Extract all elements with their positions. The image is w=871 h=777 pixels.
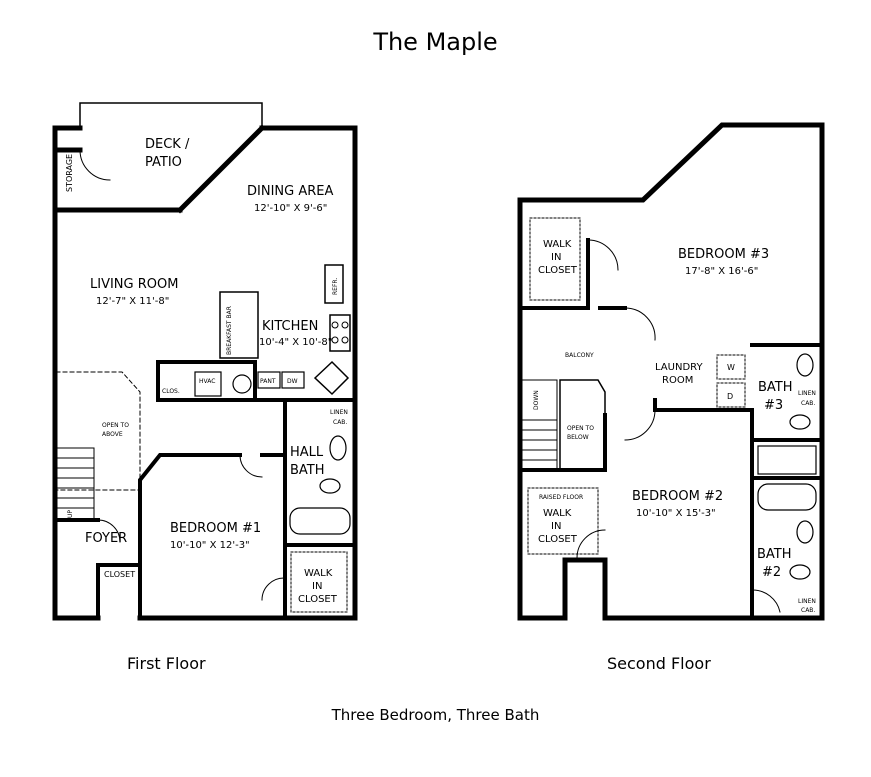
second-floor-stairs	[520, 379, 558, 471]
walk-in-closet-a-label-2: IN	[551, 252, 561, 263]
range	[329, 314, 351, 352]
walk-in-closet-label-1: WALK	[304, 568, 333, 579]
washer	[716, 354, 746, 380]
kitchen-dimensions: 10'-4" X 10'-8"	[259, 337, 332, 348]
bath2-toilet	[789, 564, 811, 580]
first-floor-labels: STORAGE DECK / PATIO DINING AREA 12'-10"…	[65, 137, 348, 605]
deck-rail	[79, 102, 263, 129]
walk-in-closet-b-label-1: WALK	[543, 508, 572, 519]
open-to-above-label-2: ABOVE	[102, 431, 123, 438]
shower	[757, 445, 817, 475]
walk-in-closet-a-label-1: WALK	[543, 239, 572, 250]
bath2-label-1: BATH	[757, 547, 792, 562]
open-to-below-label-2: BELOW	[567, 434, 589, 441]
second-floor-label: Second Floor	[607, 654, 711, 673]
foyer-label: FOYER	[85, 531, 127, 546]
laundry-room-label-2: ROOM	[662, 375, 693, 386]
hall-bath-sink	[329, 435, 347, 461]
breakfast-bar-label: BREAKFAST BAR	[226, 306, 233, 355]
second-floor-plan	[517, 122, 825, 621]
hall-bath-label-2: BATH	[290, 463, 325, 478]
hvac-label: HVAC	[199, 378, 215, 385]
walk-in-closet-a-label-3: CLOSET	[538, 265, 578, 276]
hvac-unit	[194, 371, 222, 397]
deck-label-2: PATIO	[145, 155, 182, 170]
second-floor-doors	[576, 239, 781, 613]
dryer	[716, 382, 746, 408]
first-floor-walls	[52, 124, 358, 621]
bedroom3-label: BEDROOM #3	[678, 247, 769, 262]
storage-label: STORAGE	[65, 154, 74, 192]
open-to-below-label-1: OPEN TO	[567, 425, 594, 432]
bath2-sink	[796, 520, 814, 544]
walk-in-closet-a-shelf	[529, 217, 581, 301]
first-floor-stairs	[55, 447, 95, 521]
bath3-label-1: BATH	[758, 380, 793, 395]
washer-label: W	[727, 363, 735, 372]
laundry-room-label-1: LAUNDRY	[655, 362, 703, 373]
bedroom1-label: BEDROOM #1	[170, 521, 261, 536]
linen-cab-label-2: CAB.	[333, 419, 347, 426]
balcony-label: BALCONY	[565, 352, 594, 359]
breakfast-bar	[219, 291, 259, 359]
closet-small-label: CLOS.	[162, 388, 180, 395]
bedroom2-label: BEDROOM #2	[632, 489, 723, 504]
linen-cab-b-label-1: LINEN	[798, 598, 816, 605]
kitchen-label: KITCHEN	[262, 319, 318, 334]
stairs-up-label: UP	[67, 510, 74, 518]
refrigerator	[324, 264, 344, 304]
raised-floor-label: RAISED FLOOR	[539, 494, 583, 501]
dryer-label: D	[727, 392, 733, 401]
walk-in-closet-label-2: IN	[312, 581, 322, 592]
pantry-label: PANT	[260, 378, 276, 385]
linen-cab-label-1: LINEN	[330, 409, 348, 416]
dishwasher-label: DW	[287, 378, 298, 385]
living-room-dimensions: 12'-7" X 11'-8"	[96, 296, 169, 307]
refrigerator-label: REFR.	[332, 278, 339, 295]
bath3-toilet	[789, 414, 811, 430]
dishwasher	[281, 371, 305, 389]
walk-in-closet-b-label-3: CLOSET	[538, 534, 578, 545]
plan-subtitle: Three Bedroom, Three Bath	[331, 706, 540, 724]
dining-area-dimensions: 12'-10" X 9'-6"	[254, 203, 327, 214]
walk-in-closet-label-3: CLOSET	[298, 594, 338, 605]
bath2-label-2: #2	[762, 565, 781, 580]
closet-label: CLOSET	[104, 570, 135, 579]
first-floor-plan	[52, 102, 358, 621]
hall-bath-toilet	[319, 478, 341, 494]
first-floor-label: First Floor	[127, 654, 206, 673]
stairs-down-label: DOWN	[533, 390, 540, 410]
deck-label-1: DECK /	[145, 137, 190, 152]
linen-cab-a-label-2: CAB.	[801, 400, 815, 407]
pantry	[257, 371, 281, 389]
bath2-tub	[757, 483, 817, 511]
second-floor-walls	[517, 122, 825, 621]
bath3-sink	[796, 353, 814, 377]
open-to-below-rail	[559, 379, 606, 471]
plan-title: The Maple	[373, 28, 498, 56]
linen-cab-a-label-1: LINEN	[798, 390, 816, 397]
bedroom3-dimensions: 17'-8" X 16'-6"	[685, 266, 758, 277]
dining-area-label: DINING AREA	[247, 184, 333, 199]
living-room-label: LIVING ROOM	[90, 277, 178, 292]
second-floor-labels: WALK IN CLOSET BEDROOM #3 17'-8" X 16'-6…	[533, 239, 816, 614]
bedroom1-dimensions: 10'-10" X 12'-3"	[170, 540, 250, 551]
bedroom2-dimensions: 10'-10" X 15'-3"	[636, 508, 716, 519]
first-floor-doors	[79, 149, 286, 601]
walk-in-closet-shelf	[290, 551, 348, 613]
linen-cab-b-label-2: CAB.	[801, 607, 815, 614]
hall-bath-label-1: HALL	[290, 445, 324, 460]
water-heater	[232, 374, 252, 394]
kitchen-sink	[313, 360, 350, 396]
open-to-above-label-1: OPEN TO	[102, 422, 129, 429]
open-to-above-outline	[55, 371, 141, 491]
bath3-label-2: #3	[764, 398, 783, 413]
walk-in-closet-b-label-2: IN	[551, 521, 561, 532]
hall-bath-tub	[289, 507, 351, 535]
